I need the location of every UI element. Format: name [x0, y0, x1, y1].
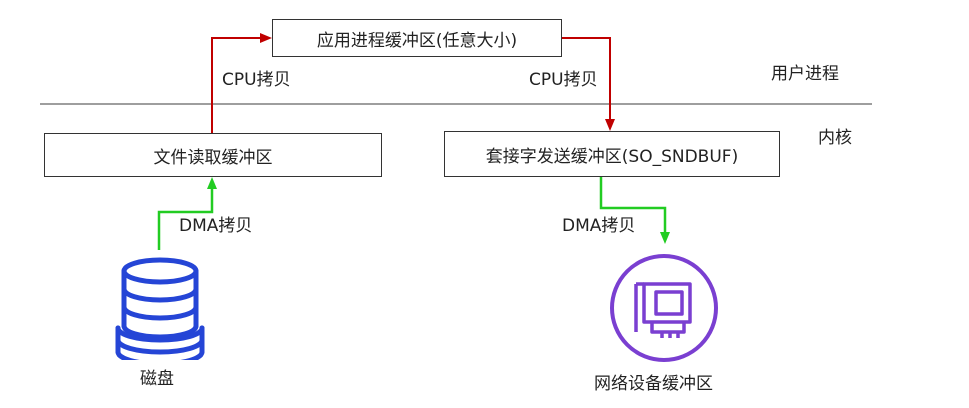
dma-copy-right-arrow [599, 177, 667, 232]
network-device-label: 网络设备缓冲区 [594, 374, 713, 394]
file-read-buffer-box: 文件读取缓冲区 [44, 133, 382, 177]
network-card-icon [610, 254, 718, 362]
disk-icon [115, 257, 205, 360]
socket-send-buffer-label: 套接字发送缓冲区(SO_SNDBUF) [485, 146, 739, 167]
file-read-buffer-label: 文件读取缓冲区 [153, 147, 273, 168]
app-buffer-box: 应用进程缓冲区(任意大小) [272, 19, 562, 57]
cpu-copy-left-arrowhead [260, 33, 272, 43]
user-process-region-label: 用户进程 [771, 64, 839, 84]
dma-copy-left-label: DMA拷贝 [179, 216, 253, 236]
disk-label: 磁盘 [140, 369, 174, 389]
cpu-copy-right-label: CPU拷贝 [529, 70, 598, 90]
app-buffer-label: 应用进程缓冲区(任意大小) [316, 30, 518, 51]
cpu-copy-right-arrow [561, 37, 611, 120]
dma-copy-left-arrow [157, 188, 214, 250]
cpu-copy-right-arrowhead [605, 119, 615, 131]
socket-send-buffer-box: 套接字发送缓冲区(SO_SNDBUF) [444, 131, 780, 177]
cpu-copy-left-label: CPU拷贝 [222, 70, 291, 90]
dma-copy-right-arrowhead [660, 232, 670, 244]
dma-copy-left-arrowhead [207, 177, 217, 189]
cpu-copy-left-arrow [211, 37, 262, 133]
kernel-region-label: 内核 [818, 128, 852, 148]
dma-copy-right-label: DMA拷贝 [562, 216, 636, 236]
